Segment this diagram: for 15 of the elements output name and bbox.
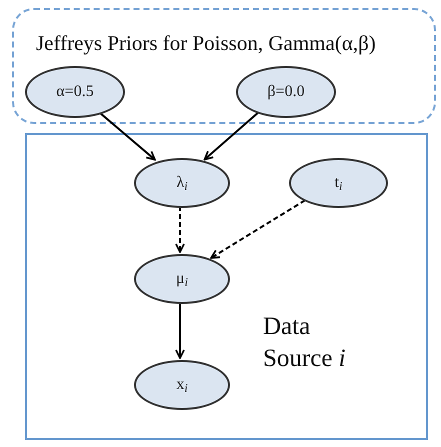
plate-label: Data Source i	[263, 312, 347, 374]
prior-group-box	[12, 8, 436, 124]
variable-label: μ$_{i}$	[176, 269, 188, 291]
arrow	[175, 206, 185, 253]
group-title: Jeffreys Priors for Poisson, Gamma(α,β)	[36, 30, 376, 57]
arrow	[175, 302, 185, 359]
variable-label: λ$_{i}$	[176, 173, 188, 195]
variable-label: x$_{i}$	[176, 375, 188, 397]
variable-label: t$_{i}$	[334, 173, 342, 195]
plate-box	[25, 133, 428, 440]
arrow	[98, 111, 156, 161]
arrow	[204, 112, 260, 160]
variable-label: α=0.5	[56, 82, 94, 102]
arrow	[210, 199, 306, 259]
variable-label: β=0.0	[267, 82, 305, 102]
